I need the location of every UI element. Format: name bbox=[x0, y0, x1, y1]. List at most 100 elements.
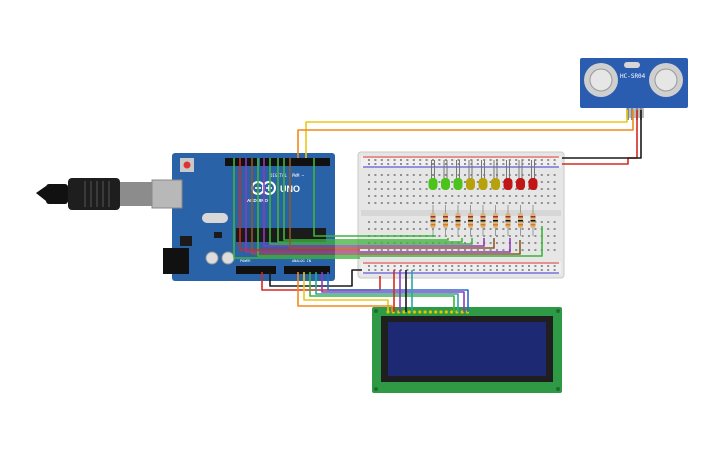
resistor-band bbox=[518, 224, 523, 226]
resistor-band bbox=[480, 216, 486, 218]
bb-hole bbox=[451, 235, 454, 237]
bb-hole bbox=[540, 221, 543, 223]
bb-hole bbox=[368, 242, 370, 244]
bb-hole bbox=[515, 159, 518, 161]
bb-hole bbox=[464, 202, 466, 204]
bb-hole bbox=[476, 195, 479, 197]
bb-hole bbox=[553, 202, 556, 204]
bb-hole bbox=[393, 163, 396, 165]
bb-hole bbox=[528, 188, 530, 190]
bb-hole bbox=[464, 265, 466, 267]
resistor-band bbox=[530, 224, 536, 226]
bb-hole bbox=[444, 242, 447, 244]
bb-hole bbox=[534, 269, 537, 271]
bb-hole bbox=[534, 159, 537, 161]
bb-hole bbox=[528, 235, 530, 237]
bb-hole bbox=[457, 228, 460, 230]
bb-hole bbox=[547, 235, 550, 237]
bb-hole bbox=[464, 235, 466, 237]
bb-hole bbox=[451, 242, 454, 244]
bb-hole bbox=[432, 242, 434, 244]
bb-hole bbox=[483, 249, 486, 251]
lcd-pin bbox=[412, 310, 417, 314]
bb-hole bbox=[515, 163, 518, 165]
bb-hole bbox=[534, 235, 537, 237]
bb-hole bbox=[425, 174, 428, 176]
bb-hole bbox=[483, 195, 486, 197]
bb-hole bbox=[528, 195, 530, 197]
bb-hole bbox=[515, 228, 518, 230]
bb-hole bbox=[438, 202, 441, 204]
bb-hole bbox=[496, 235, 498, 237]
resistor-band bbox=[505, 224, 511, 226]
bb-hole bbox=[368, 188, 370, 190]
led-green bbox=[453, 178, 463, 190]
bb-hole bbox=[521, 228, 524, 230]
lcd-pin bbox=[428, 310, 432, 314]
bb-hole bbox=[496, 195, 498, 197]
bb-hole bbox=[432, 265, 434, 267]
bb-hole bbox=[502, 228, 505, 230]
bb-hole bbox=[406, 181, 409, 183]
bb-hole bbox=[406, 228, 409, 230]
lcd-display[interactable] bbox=[372, 307, 562, 393]
arduino-board[interactable]: UNO ARDUINO DIGITAL PWM ~ POWER ANALOG I… bbox=[151, 153, 335, 281]
bb-hole bbox=[425, 228, 428, 230]
bb-hole bbox=[470, 249, 473, 251]
bb-hole bbox=[515, 235, 518, 237]
bb-hole bbox=[406, 249, 409, 251]
bb-hole bbox=[515, 202, 518, 204]
bb-hole bbox=[387, 174, 390, 176]
bb-hole bbox=[387, 249, 390, 251]
bb-hole bbox=[400, 188, 402, 190]
bb-hole bbox=[419, 188, 422, 190]
bb-hole bbox=[476, 163, 479, 165]
bb-hole bbox=[547, 163, 550, 165]
bb-hole bbox=[496, 249, 498, 251]
bb-hole bbox=[451, 188, 454, 190]
bb-hole bbox=[547, 188, 550, 190]
bb-hole bbox=[387, 181, 390, 183]
bb-hole bbox=[476, 181, 479, 183]
bb-hole bbox=[521, 174, 524, 176]
bb-hole bbox=[489, 242, 492, 244]
led-green bbox=[441, 178, 450, 190]
bb-hole bbox=[534, 202, 537, 204]
bb-hole bbox=[502, 242, 505, 244]
bb-hole bbox=[419, 265, 422, 267]
resistor-band bbox=[430, 220, 436, 222]
resistor-band bbox=[505, 216, 511, 218]
bb-hole bbox=[553, 235, 556, 237]
bb-hole bbox=[425, 188, 428, 190]
bb-hole bbox=[406, 269, 409, 271]
bb-hole bbox=[393, 242, 396, 244]
bb-hole bbox=[393, 174, 396, 176]
lcd-pin bbox=[434, 310, 438, 314]
bb-hole bbox=[387, 265, 390, 267]
bb-hole bbox=[412, 202, 415, 204]
bb-hole bbox=[553, 228, 556, 230]
bb-hole bbox=[457, 235, 460, 237]
bb-hole bbox=[368, 195, 370, 197]
sensor-model-label: HC-SR04 bbox=[620, 73, 646, 80]
bb-hole bbox=[393, 249, 396, 251]
bb-hole bbox=[368, 228, 370, 230]
bb-hole bbox=[406, 188, 409, 190]
bb-hole bbox=[489, 159, 492, 161]
bb-hole bbox=[400, 174, 402, 176]
bb-hole bbox=[380, 202, 383, 204]
bb-hole bbox=[380, 195, 383, 197]
bb-hole bbox=[470, 202, 473, 204]
bb-hole bbox=[393, 181, 396, 183]
bb-hole bbox=[438, 235, 441, 237]
led-yellow bbox=[478, 178, 488, 190]
bb-hole bbox=[508, 265, 511, 267]
bb-hole bbox=[451, 202, 454, 204]
bb-hole bbox=[374, 163, 377, 165]
resistor-band bbox=[480, 224, 486, 226]
ultrasonic-sensor[interactable]: HC-SR04 bbox=[580, 58, 688, 120]
bb-hole bbox=[547, 221, 550, 223]
bb-hole bbox=[419, 195, 422, 197]
bb-hole bbox=[374, 195, 377, 197]
bb-hole bbox=[380, 265, 383, 267]
